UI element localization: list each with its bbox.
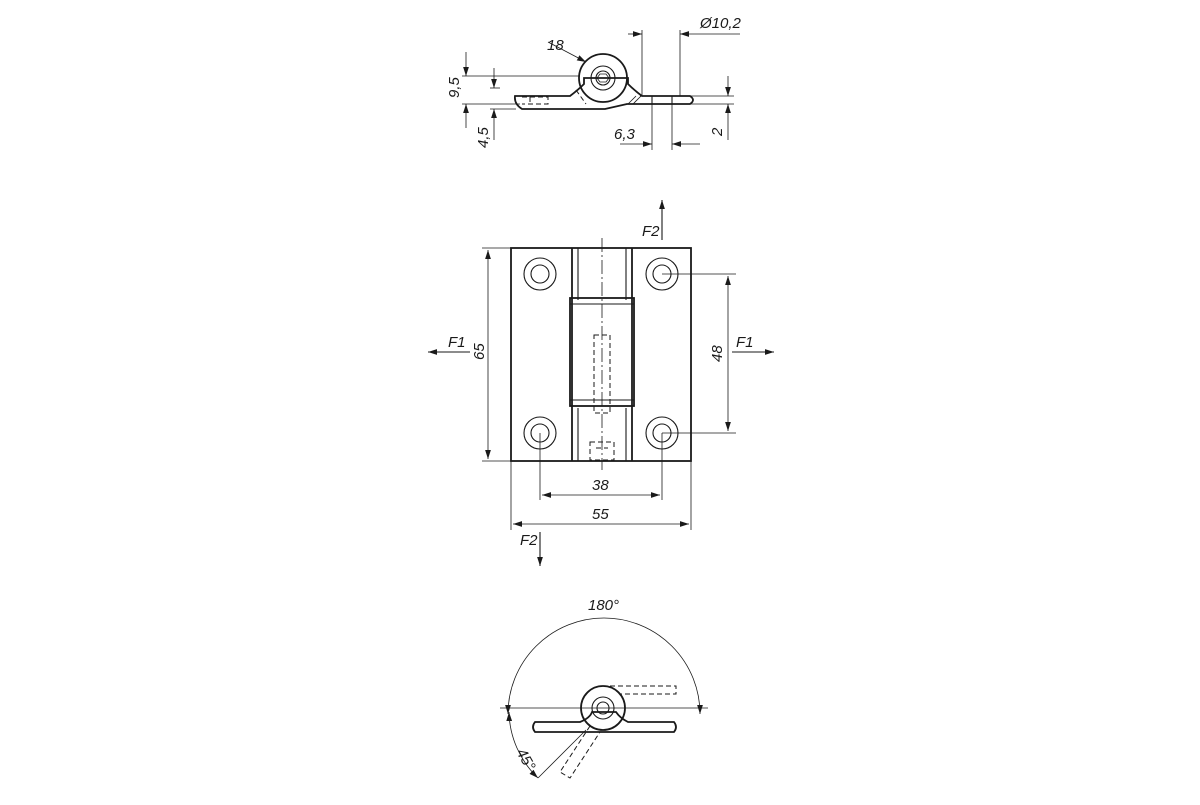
- force-f1-left-label: F1: [448, 334, 466, 351]
- leaf-open-position: [610, 685, 677, 695]
- dim-slot-width: 6,3: [614, 126, 636, 143]
- dim-pin-angle: 18: [547, 37, 564, 54]
- dim-pin-diameter: Ø10,2: [699, 15, 742, 32]
- force-f2-bottom-label: F2: [520, 532, 538, 549]
- top-view: Ø10,2 18 9,5 4,5 6,3 2: [446, 15, 742, 150]
- dim-thickness: 2: [709, 127, 726, 137]
- knuckle-outer: [578, 53, 628, 103]
- front-view: 65 48 38 55 F1 F1 F2 F2: [428, 200, 774, 566]
- dim-total-width: 55: [592, 506, 609, 523]
- force-f1-right-label: F1: [736, 334, 754, 351]
- pin-hole: [595, 70, 611, 86]
- dim-hole-spacing-vertical: 48: [709, 345, 726, 362]
- force-f2-top-label: F2: [642, 223, 660, 240]
- dim-rotation-range: 180°: [588, 597, 619, 614]
- leaf-45-position: [559, 725, 601, 779]
- side-view-plate: [532, 711, 677, 733]
- dim-plate-offset: 4,5: [475, 126, 492, 148]
- hidden-screw-left: [522, 96, 549, 105]
- arc-min-angle: [506, 711, 539, 779]
- force-f2-bottom: F2: [520, 532, 543, 566]
- mounting-hole-top-left: [523, 257, 557, 291]
- force-f1-right: F1: [732, 334, 774, 355]
- force-f2-top: F2: [642, 200, 665, 240]
- side-view: 180° 45°: [500, 597, 708, 779]
- dim-total-height: 65: [471, 343, 488, 360]
- force-f1-left: F1: [428, 334, 470, 355]
- dim-hole-spacing-horizontal: 38: [592, 477, 609, 494]
- top-view-plate: [513, 77, 694, 110]
- hex-socket: [596, 73, 610, 83]
- dim-min-angle: 45°: [513, 746, 539, 774]
- dim-height: 9,5: [446, 76, 463, 98]
- knuckle-inner: [590, 65, 616, 91]
- arc-rotation-range: [505, 617, 703, 715]
- hinge-plate-outline: [510, 247, 692, 462]
